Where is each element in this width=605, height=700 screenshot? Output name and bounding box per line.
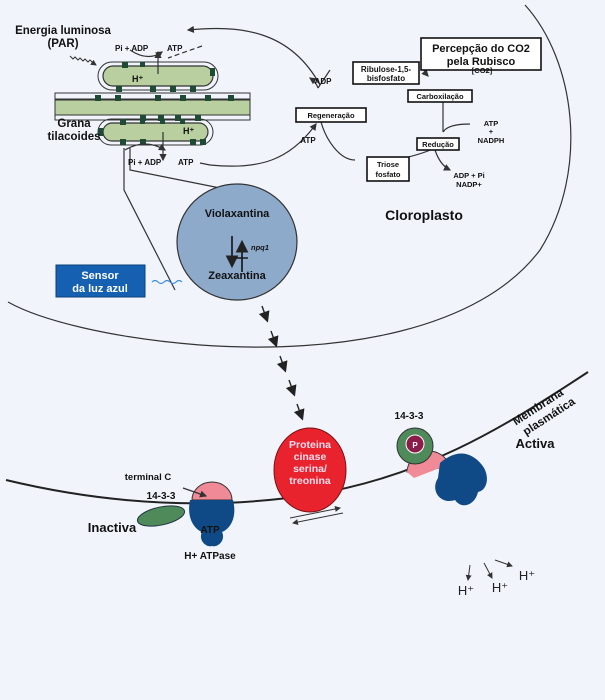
svg-text:da luz azul: da luz azul	[72, 283, 128, 295]
h-atpase-inactive	[189, 481, 235, 547]
rubp-box	[352, 61, 420, 85]
phosphate-label: P	[412, 441, 418, 450]
reduction-box	[416, 137, 460, 151]
grana-label: Grana	[57, 118, 91, 130]
svg-text:Pi + ADP: Pi + ADP	[128, 158, 162, 167]
svg-text:pela Rubisco: pela Rubisco	[447, 56, 516, 68]
regeneration-box	[295, 107, 367, 123]
svg-text:cinase: cinase	[294, 451, 327, 463]
svg-text:NADP+: NADP+	[456, 180, 482, 189]
chloroplast-envelope	[7, 4, 572, 348]
svg-text:ATP: ATP	[300, 136, 316, 145]
proton-label: H⁺	[458, 583, 474, 598]
svg-text:ATP: ATP	[484, 119, 498, 128]
svg-text:ATP: ATP	[178, 158, 194, 167]
light-wave-icon	[69, 55, 97, 66]
h-atpase-active	[396, 427, 487, 506]
svg-text:H⁺: H⁺	[183, 126, 194, 136]
svg-text:bisfosfato: bisfosfato	[367, 74, 405, 83]
rubisco-title: Percepção do CO2	[432, 43, 530, 55]
signal-cascade-arrows	[258, 305, 305, 421]
svg-text:[CO2]: [CO2]	[472, 66, 493, 75]
zeaxanthin-label: Zeaxantina	[208, 270, 266, 282]
svg-text:Carboxilação: Carboxilação	[416, 92, 464, 101]
xanthophyll-cycle-circle	[176, 183, 298, 301]
svg-text:serina/: serina/	[293, 463, 327, 475]
svg-text:ADP + Pi: ADP + Pi	[453, 171, 484, 180]
npq1-label: npq1	[251, 243, 269, 252]
svg-text:Ribulose-1,5-: Ribulose-1,5-	[361, 65, 412, 74]
svg-text:fosfato: fosfato	[376, 170, 401, 179]
calvin-labels: Percepção do CO2 pela Rubisco Ribulose-1…	[300, 43, 530, 189]
blue-wave-icon	[151, 279, 183, 285]
proton-arrows	[465, 559, 513, 581]
h-atpase-label: H+ ATPase	[184, 551, 236, 562]
grana-thylakoids	[54, 61, 251, 146]
terminal-c-label: terminal C	[125, 472, 172, 483]
kinase-ellipse	[273, 427, 347, 513]
svg-text:Redução: Redução	[422, 140, 454, 149]
svg-text:treonina: treonina	[289, 475, 331, 487]
sensor-label: Sensor	[81, 270, 119, 282]
svg-text:(PAR): (PAR)	[47, 38, 78, 50]
svg-text:tilacoides: tilacoides	[47, 131, 100, 143]
svg-text:Pi + ADP: Pi + ADP	[115, 44, 149, 53]
carboxylation-box	[407, 89, 473, 103]
thylakoid-labels: Energia luminosa (PAR) Grana tilacoides …	[15, 25, 194, 167]
rubisco-title-box	[420, 37, 542, 71]
violaxanthin-label: Violaxantina	[205, 208, 270, 220]
triose-box	[366, 156, 410, 182]
kinase-label: Proteina cinase serina/ treonina	[289, 439, 331, 487]
protein-1433-inactive	[136, 505, 186, 527]
svg-text:+: +	[489, 127, 494, 136]
svg-text:ATP: ATP	[167, 44, 183, 53]
blue-light-sensor-box	[55, 264, 146, 298]
proton-label: H⁺	[492, 580, 508, 595]
svg-text:Proteina: Proteina	[289, 439, 331, 451]
light-label: Energia luminosa	[15, 25, 111, 37]
protein-1433-label-inactive: 14-3-3	[147, 491, 176, 502]
active-state-label: Activa	[515, 436, 555, 451]
svg-text:NADPH: NADPH	[478, 136, 505, 145]
atp-label: ATP	[200, 525, 220, 536]
svg-text:Triose: Triose	[377, 160, 399, 169]
svg-text:ADP: ADP	[315, 77, 333, 86]
svg-text:H⁺: H⁺	[132, 74, 143, 84]
membrane-label: Membrana plasmática	[511, 386, 578, 438]
chloroplast-label: Cloroplasto	[385, 207, 463, 223]
inactive-state-label: Inactiva	[88, 520, 137, 535]
proton-label: H⁺	[519, 568, 535, 583]
svg-text:Regeneração: Regeneração	[307, 111, 355, 120]
protein-1433-label-active: 14-3-3	[395, 411, 424, 422]
